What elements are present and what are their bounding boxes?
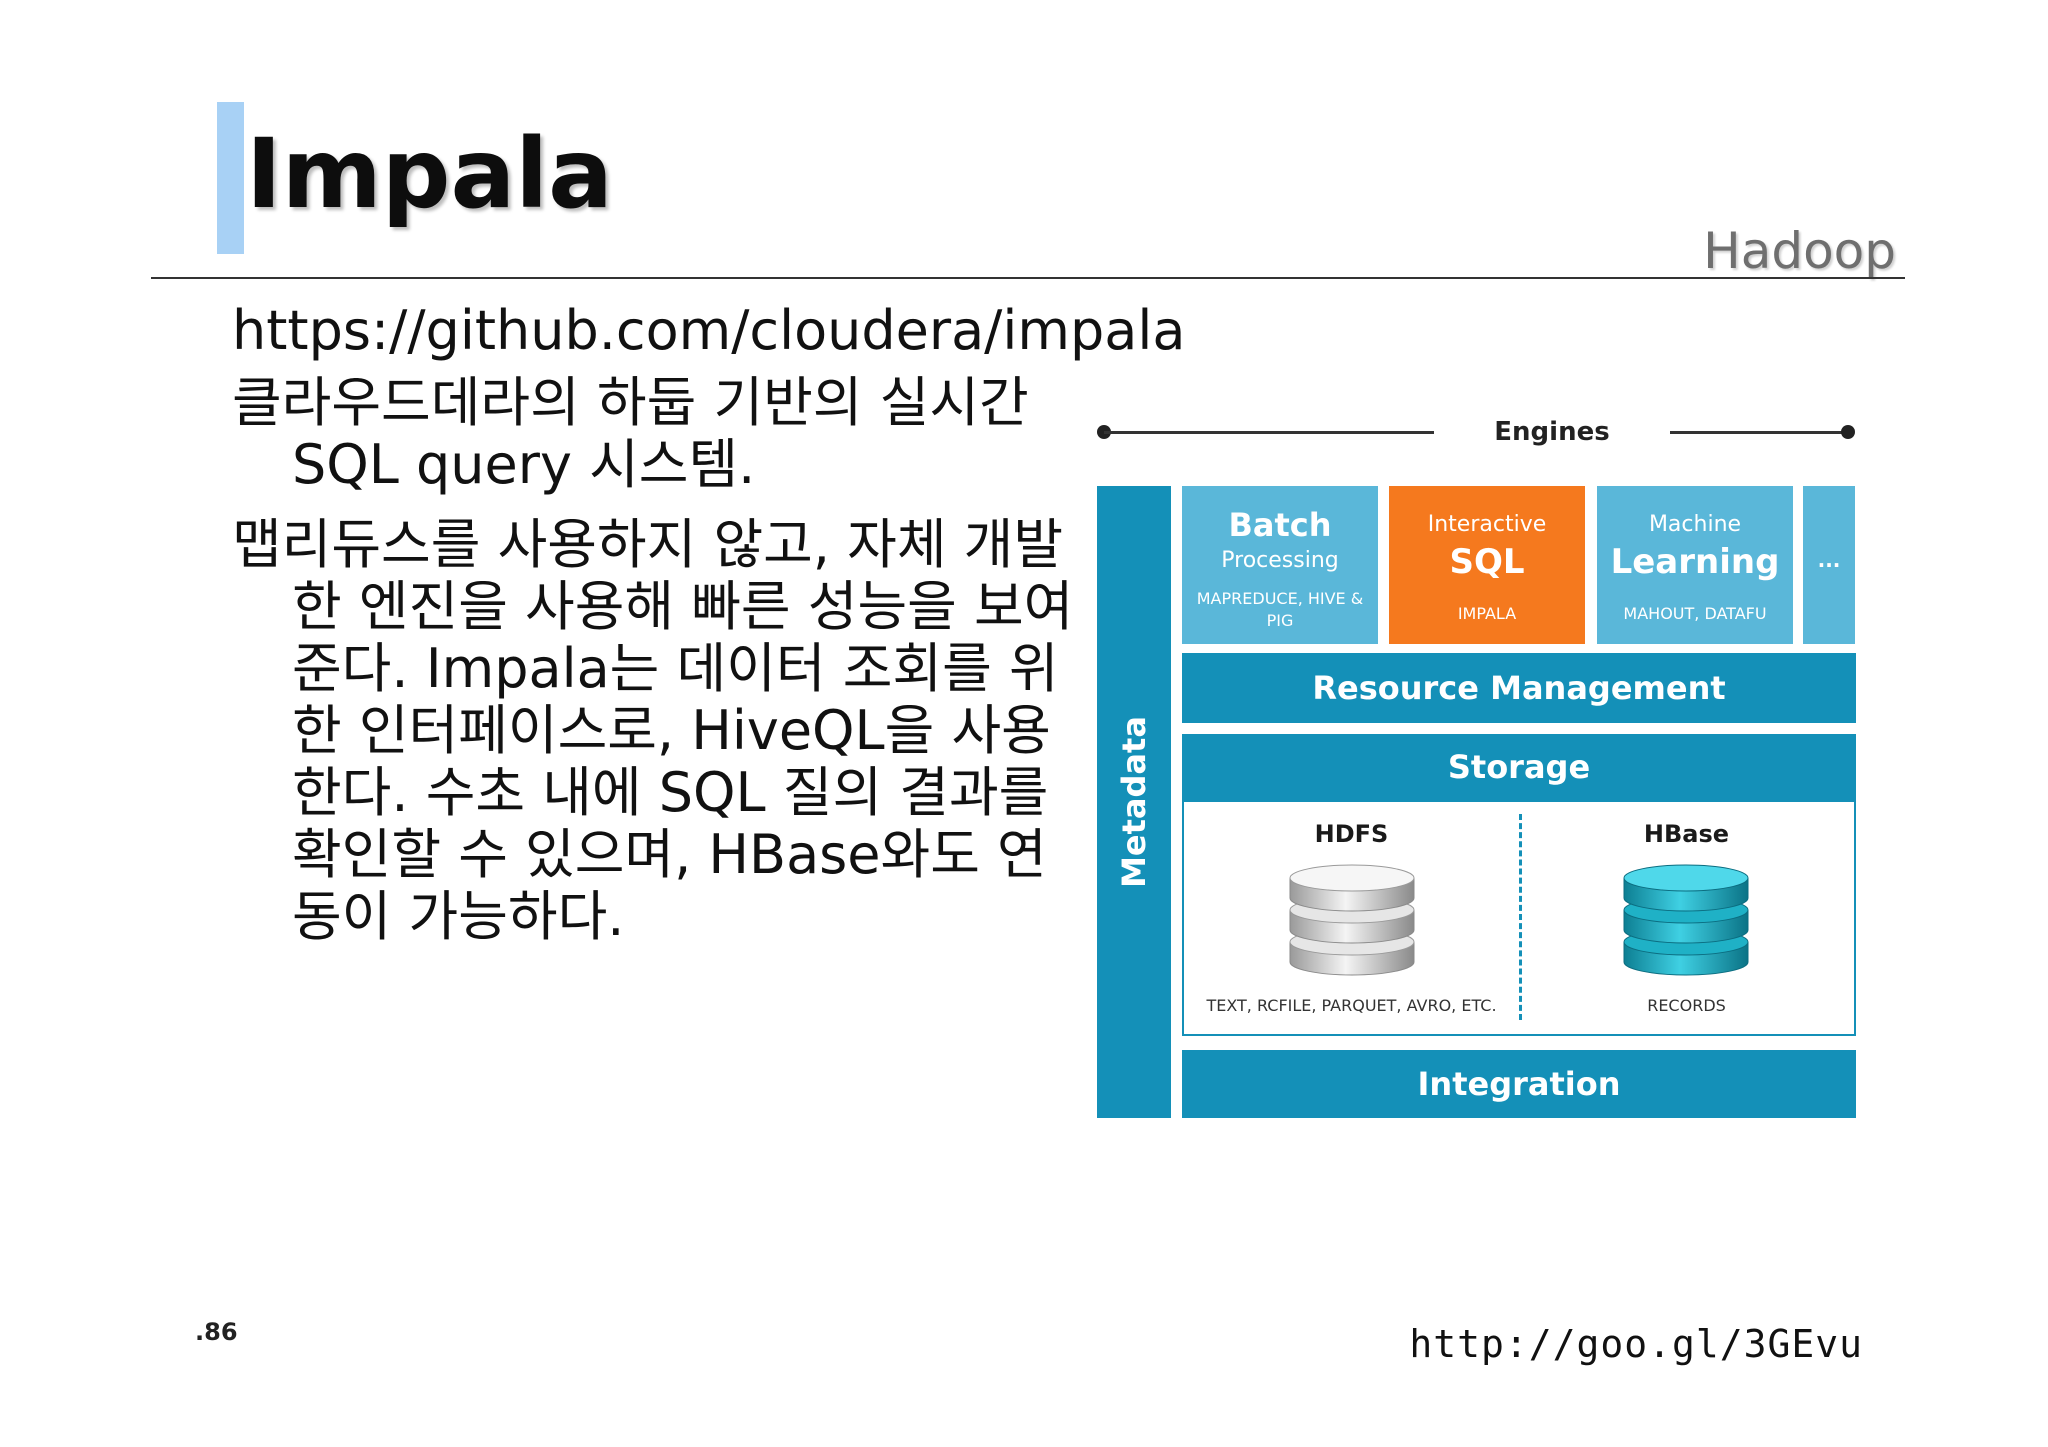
- resource-management-band: Resource Management: [1182, 653, 1856, 723]
- engine-batch-mid: Processing: [1221, 548, 1339, 573]
- engines-label: Engines: [1494, 417, 1610, 447]
- reference-link[interactable]: http://goo.gl/3GEvu: [1409, 1322, 1863, 1366]
- engines-line-left: [1104, 431, 1434, 434]
- hbase-database-icon: [1623, 864, 1749, 976]
- title-divider: [151, 277, 1905, 279]
- section-label: Hadoop: [1703, 222, 1896, 280]
- engines-line-dot-right: [1841, 425, 1855, 439]
- engine-more: ...: [1803, 486, 1855, 644]
- bullet-2: 맵리듀스를 사용하지 않고, 자체 개발한 엔진을 사용해 빠른 성능을 보여준…: [232, 513, 1074, 948]
- hdfs-formats: TEXT, RCFILE, PARQUET, AVRO, ETC.: [1206, 996, 1497, 1015]
- engine-batch-processing: Batch Processing MAPREDUCE, HIVE & PIG: [1182, 486, 1378, 644]
- bullet-1: 클라우드데라의 하둡 기반의 실시간 SQL query 시스템.: [232, 371, 1029, 496]
- hbase-records: RECORDS: [1647, 996, 1726, 1015]
- storage-band: Storage: [1182, 734, 1856, 804]
- engine-ml-top: Machine: [1648, 512, 1742, 537]
- engine-ml-mid: Learning: [1610, 542, 1780, 582]
- storage-box: HDFS TEXT, RCFILE, PARQUET, AVRO, ETC. H…: [1182, 802, 1856, 1036]
- page-number: .86: [195, 1318, 238, 1346]
- metadata-column: Metadata: [1097, 486, 1171, 1118]
- engine-batch-top: Batch: [1228, 506, 1332, 544]
- engine-sql-sub: IMPALA: [1457, 604, 1517, 623]
- engine-machine-learning: Machine Learning MAHOUT, DATAFU: [1597, 486, 1793, 644]
- github-url[interactable]: https://github.com/cloudera/impala: [232, 299, 1186, 362]
- impala-architecture-diagram: Engines Metadata Batch Processing MAPRED…: [1097, 410, 1857, 1118]
- engine-sql-mid: SQL: [1449, 542, 1525, 582]
- hdfs-database-icon: [1289, 864, 1415, 976]
- engine-batch-sub: MAPREDUCE, HIVE & PIG: [1196, 589, 1364, 630]
- title-accent-bar: [217, 102, 244, 254]
- hbase-title: HBase: [1643, 820, 1730, 848]
- slide-title: Impala: [246, 118, 613, 230]
- engine-interactive-sql: Interactive SQL IMPALA: [1389, 486, 1585, 644]
- engine-more-ellipsis: ...: [1817, 548, 1841, 572]
- storage-divider: [1519, 814, 1522, 1020]
- engines-line-right: [1670, 431, 1848, 434]
- engine-ml-sub: MAHOUT, DATAFU: [1623, 604, 1767, 623]
- slide-body: https://github.com/cloudera/impala 클라우드데…: [232, 299, 1186, 966]
- hdfs-title: HDFS: [1314, 820, 1389, 848]
- metadata-label: Metadata: [1115, 716, 1153, 888]
- engine-sql-top: Interactive: [1427, 512, 1547, 537]
- integration-band: Integration: [1182, 1050, 1856, 1118]
